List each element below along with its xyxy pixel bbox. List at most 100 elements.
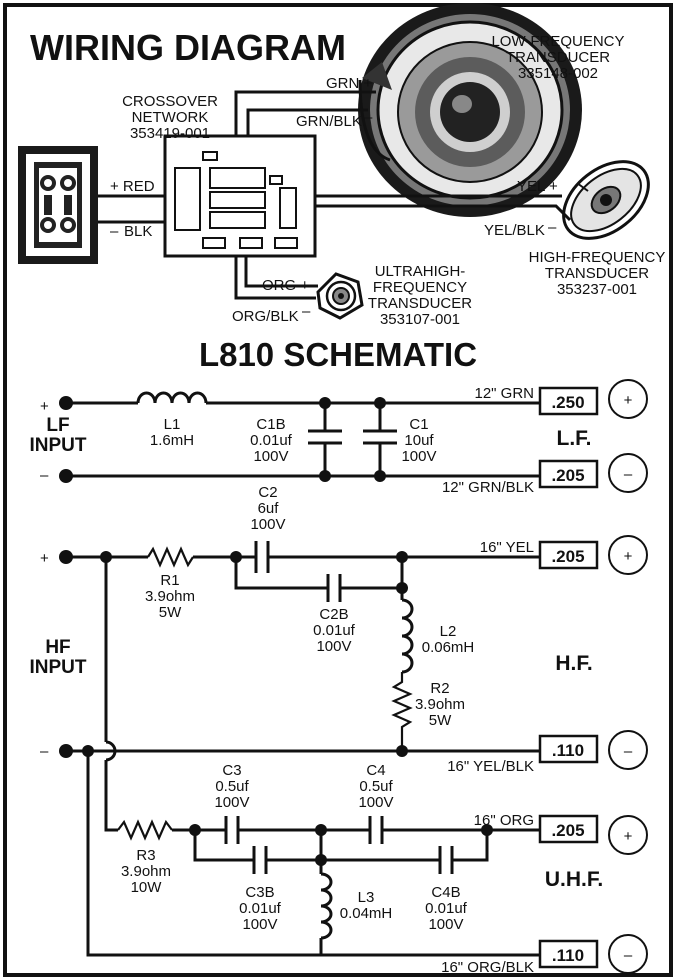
r1-resistor: [147, 546, 194, 568]
lf-neg-terminal: [608, 453, 648, 493]
wire-org-label: ORG +: [262, 277, 309, 294]
r3-wattage: 10W: [131, 879, 163, 896]
c1-value: 10uf: [404, 432, 434, 449]
hf-section: [59, 541, 540, 832]
uhf-name-3: TRANSDUCER: [368, 295, 472, 312]
c4-name: C4: [366, 762, 385, 779]
c2b-value: 0.01uf: [313, 622, 356, 639]
l3-inductor: [320, 872, 333, 940]
wire-grnblk-label: GRN/BLK: [296, 113, 362, 130]
uhf-name-1: ULTRAHIGH-: [375, 263, 466, 280]
c4-voltage: 100V: [358, 794, 393, 811]
hf-neg-tag-text: .110: [552, 741, 584, 760]
hf-wire-neg: 16" YEL/BLK: [447, 758, 534, 775]
uhf-pos-terminal-sign: +: [624, 828, 633, 845]
wire-yelblk-label: YEL/BLK: [484, 222, 545, 239]
wire-yelblk-minus: –: [548, 219, 557, 236]
crossover-name-1: CROSSOVER: [122, 93, 218, 110]
r2-name: R2: [430, 680, 449, 697]
wire-blk-label: BLK: [124, 223, 152, 240]
c1-capacitor: [363, 403, 397, 476]
lf-section-label: L.F.: [557, 427, 592, 450]
crossover-name-2: NETWORK: [132, 109, 209, 126]
uhf-neg-terminal-sign: –: [624, 947, 633, 964]
lf-wire-neg: 12" GRN/BLK: [442, 479, 534, 496]
r2-value: 3.9ohm: [415, 696, 465, 713]
c2b-voltage: 100V: [316, 638, 351, 655]
hf-part-number: 353237-001: [557, 281, 637, 298]
high-frequency-transducer: [562, 160, 650, 240]
c1-voltage: 100V: [401, 448, 436, 465]
r3-resistor: [117, 819, 173, 841]
uhf-neg-tag: [538, 939, 599, 969]
hf-wire-pos: 16" YEL: [480, 539, 534, 556]
r1-value: 3.9ohm: [145, 588, 195, 605]
uhf-section: [86, 751, 540, 957]
hf-neg-terminal-sign: –: [624, 743, 633, 760]
page-border: [3, 3, 673, 977]
c4b-voltage: 100V: [428, 916, 463, 933]
c2-capacitor: [193, 541, 540, 573]
lf-pos-tag-text: .250: [551, 393, 584, 412]
hf-input-label-2: INPUT: [30, 657, 87, 678]
lf-wire-pos: 12" GRN: [474, 385, 534, 402]
lf-name-2: TRANSDUCER: [506, 49, 610, 66]
uhf-pos-tag-text: .205: [551, 821, 584, 840]
c1b-capacitor: [308, 403, 342, 476]
wire-grnblk-minus: –: [364, 109, 373, 126]
c2b-name: C2B: [319, 606, 348, 623]
wire-orgblk-minus: –: [302, 303, 311, 320]
wire-yel-label: YEL +: [517, 178, 558, 195]
lf-section: [59, 391, 540, 483]
lf-pos-terminal: [608, 379, 648, 419]
schematic-title: L810 SCHEMATIC: [199, 336, 477, 373]
lf-pos-terminal-sign: +: [624, 392, 633, 409]
l3-name: L3: [358, 889, 375, 906]
uhf-name-2: FREQUENCY: [373, 279, 467, 296]
c3b-value: 0.01uf: [239, 900, 282, 917]
l1-inductor: [136, 391, 208, 404]
hf-section-label: H.F.: [555, 652, 592, 675]
lf-neg-tag-text: .205: [551, 466, 584, 485]
c4-value: 0.5uf: [359, 778, 393, 795]
hf-minus: –: [40, 743, 49, 760]
l1-value: 1.6mH: [150, 432, 194, 449]
lf-input-label-2: INPUT: [30, 435, 87, 456]
c2b-capacitor: [234, 557, 402, 602]
lf-part-number: 335148-002: [518, 65, 598, 82]
c1-name: C1: [409, 416, 428, 433]
wire-grn-label: GRN +: [326, 75, 373, 92]
c3-value: 0.5uf: [215, 778, 249, 795]
uhf-pos-tag: [538, 814, 599, 844]
c4b-name: C4B: [431, 884, 460, 901]
low-frequency-transducer: [358, 3, 582, 217]
r2-resistor: [391, 672, 413, 751]
uhf-wire-neg: 16" ORG/BLK: [441, 959, 534, 976]
hf-name-2: TRANSDUCER: [545, 265, 649, 282]
input-terminal-cup: [18, 146, 98, 264]
wiring-title: WIRING DIAGRAM: [30, 27, 346, 68]
c1b-voltage: 100V: [253, 448, 288, 465]
c1b-value: 0.01uf: [250, 432, 293, 449]
wire-blk-minus: –: [110, 223, 119, 240]
lf-neg-tag: [538, 459, 599, 489]
ultrahigh-frequency-transducer: [316, 272, 364, 320]
c2-name: C2: [258, 484, 277, 501]
uhf-pos-terminal: [608, 815, 648, 855]
uhf-neg-tag-text: .110: [552, 946, 584, 965]
hf-pos-tag: [538, 540, 599, 570]
lf-name-1: LOW-FREQUENCY: [491, 33, 624, 50]
hf-pos-terminal: [608, 535, 648, 575]
lf-minus: –: [40, 467, 49, 484]
uhf-section-label: U.H.F.: [545, 868, 603, 891]
c2-voltage: 100V: [250, 516, 285, 533]
r2-wattage: 5W: [429, 712, 452, 729]
hf-neg-terminal: [608, 730, 648, 770]
lf-pos-tag: [538, 386, 599, 416]
l1-name: L1: [164, 416, 181, 433]
wire-orgblk-label: ORG/BLK: [232, 308, 299, 325]
crossover-board: [163, 134, 317, 258]
c2-value: 6uf: [258, 500, 280, 517]
